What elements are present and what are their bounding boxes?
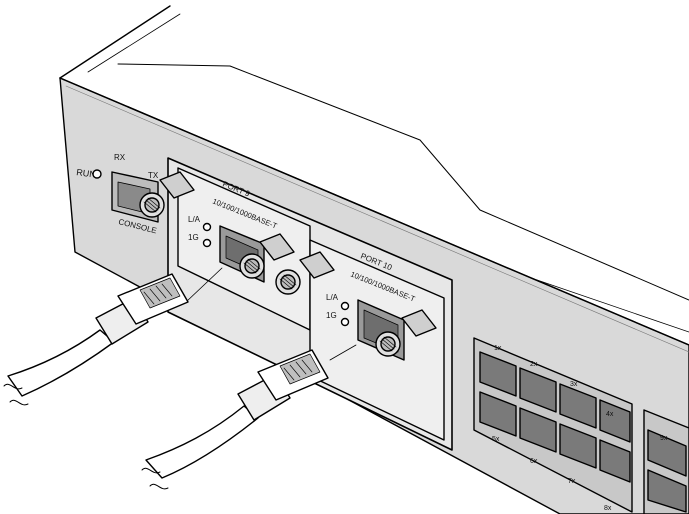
network-cable-1	[3, 273, 189, 406]
port-4x-label: 4x	[606, 411, 614, 418]
port-3x-label: 3x	[570, 381, 578, 388]
run-label: RUN	[76, 167, 97, 180]
rj45-port-8[interactable]	[599, 439, 631, 483]
thumbscrew-2[interactable]	[239, 233, 295, 279]
rj45-port-4[interactable]	[599, 399, 631, 443]
rj45-port-5[interactable]	[479, 391, 517, 437]
tx-label: TX	[148, 171, 159, 180]
port-5x-label: 5x	[492, 436, 500, 443]
rj45-port-6[interactable]	[519, 407, 557, 453]
port9-1g-label: 1G	[188, 233, 199, 242]
guide-lines	[185, 267, 357, 361]
rj45-port-1[interactable]	[479, 351, 517, 397]
port-9x-label: 9x	[660, 435, 668, 442]
port10-la-label: L/A	[326, 293, 339, 302]
rj45-port-7[interactable]	[559, 423, 597, 469]
port-6x-label: 6x	[530, 458, 538, 465]
port-2x-label: 2x	[530, 361, 538, 368]
network-cable-2	[141, 349, 329, 490]
console-port[interactable]: RX TX CONSOLE	[111, 153, 159, 235]
rj45-port-3[interactable]	[559, 383, 597, 429]
port9-la-label: L/A	[188, 215, 201, 224]
rj45-port-2[interactable]	[519, 367, 557, 413]
thumbscrew-4[interactable]	[375, 309, 437, 357]
port-8x-label: 8x	[604, 505, 612, 512]
thumbscrew-1[interactable]	[139, 171, 195, 218]
port-7x-label: 7x	[568, 478, 576, 485]
rj45-port-bank: 1x 2x 3x 4x 5x 6x 7x 8x 9x	[473, 337, 689, 514]
port-1x-label: 1x	[494, 345, 502, 352]
port10-1g-label: 1G	[326, 311, 337, 320]
thumbscrew-3[interactable]	[275, 251, 335, 295]
rj45-port-9[interactable]	[647, 429, 687, 477]
rx-label: RX	[114, 153, 126, 162]
run-led: RUN	[76, 167, 102, 180]
